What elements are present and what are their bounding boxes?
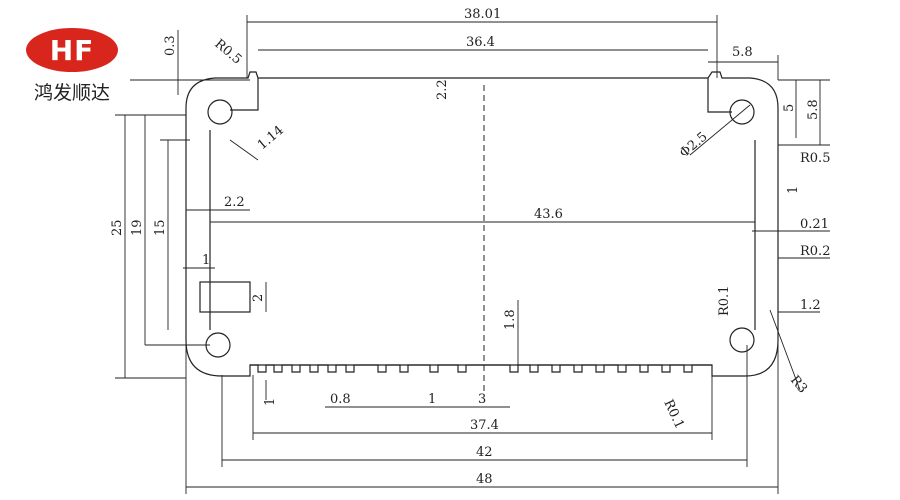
dim-15: 15 xyxy=(153,219,168,236)
dim-48: 48 xyxy=(476,472,493,487)
dim-5-8-slot: 5.8 xyxy=(732,45,753,60)
dim-r0-1-boss: R0.1 xyxy=(717,286,732,316)
dim-0-3: 0.3 xyxy=(163,35,178,56)
dim-fin-gap: 1 xyxy=(428,392,436,407)
dim-1-14: 1.14 xyxy=(255,123,287,153)
dim-r0-2: R0.2 xyxy=(800,244,830,259)
left-slot xyxy=(199,281,251,313)
dim-r0-5-rib: R0.5 xyxy=(800,151,830,166)
dim-19: 19 xyxy=(130,219,145,236)
dim-r0-5-top: R0.5 xyxy=(211,37,244,68)
dim-25: 25 xyxy=(110,219,125,236)
dim-0-21: 0.21 xyxy=(800,217,829,232)
outer-profile xyxy=(185,71,779,377)
dim-3: 3 xyxy=(478,392,486,407)
dim-5-8-corner: 5.8 xyxy=(806,99,821,120)
dim-hole-diameter: Φ2.5 xyxy=(677,129,711,161)
hole-top-left xyxy=(207,99,233,125)
bottom-fins xyxy=(250,364,712,373)
dim-37-4: 37.4 xyxy=(470,418,499,433)
dim-2-2-left: 2.2 xyxy=(224,195,245,210)
inner-cavity xyxy=(209,78,756,330)
dim-slot-gap: 1 xyxy=(202,253,210,268)
hole-top-right xyxy=(729,99,755,125)
company-name: 鸿发顺达 xyxy=(33,82,110,104)
dimension-lines xyxy=(115,15,830,494)
dim-rib-pitch: 1 xyxy=(786,186,801,194)
hole-bottom-right xyxy=(729,327,755,353)
dim-5: 5 xyxy=(782,104,797,112)
dim-36-4: 36.4 xyxy=(466,35,495,50)
dim-r0-1-fin: R0.1 xyxy=(660,397,686,431)
dim-43-6: 43.6 xyxy=(534,207,563,222)
dim-2-2-top: 2.2 xyxy=(435,79,450,100)
dim-1-8: 1.8 xyxy=(503,309,518,330)
company-logo: HF 鸿发顺达 xyxy=(22,28,122,105)
dim-38-01: 38.01 xyxy=(464,7,501,22)
dim-r3: R3 xyxy=(787,373,810,396)
logo-mark: HF xyxy=(26,28,118,72)
dim-0-8: 0.8 xyxy=(330,392,351,407)
dim-1-2: 1.2 xyxy=(800,298,821,313)
dim-fin-height: 1 xyxy=(263,398,278,406)
dim-slot-depth: 2 xyxy=(251,294,266,302)
dim-42: 42 xyxy=(476,445,493,460)
